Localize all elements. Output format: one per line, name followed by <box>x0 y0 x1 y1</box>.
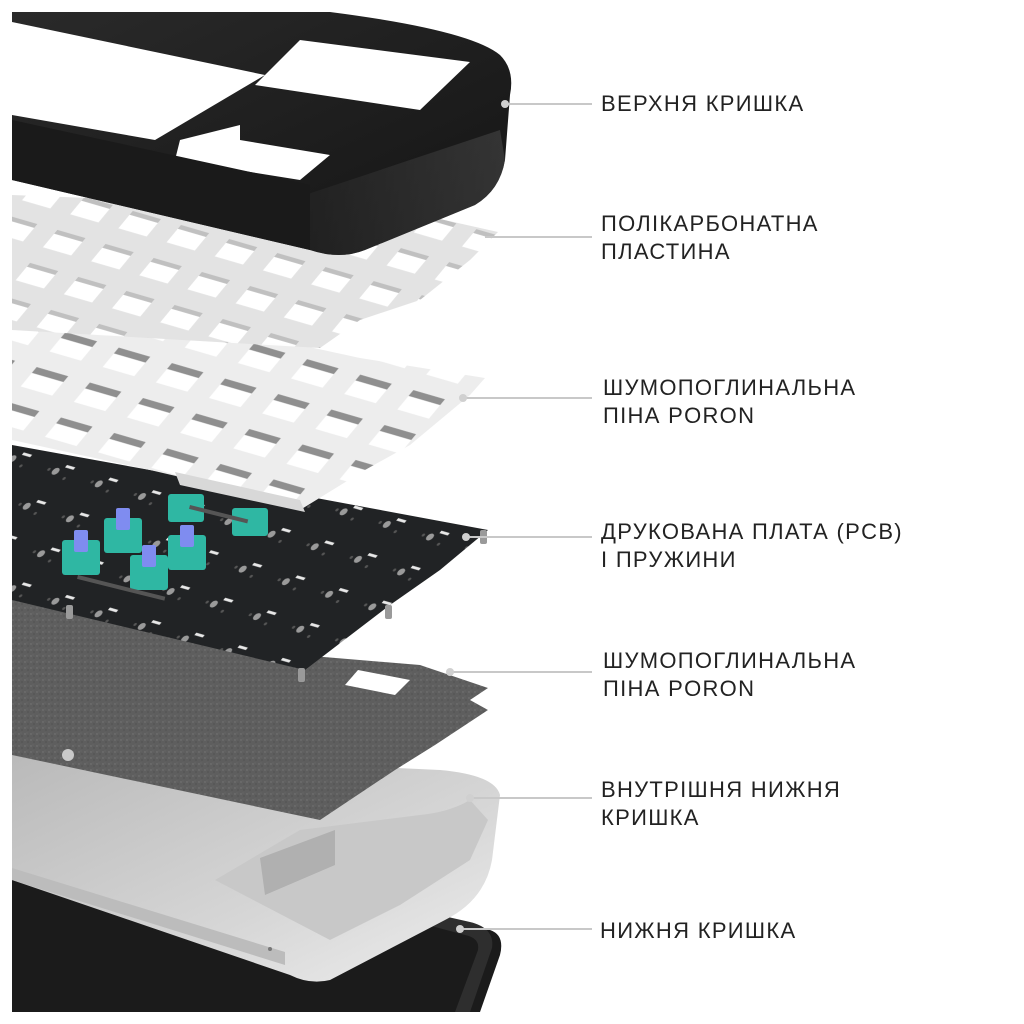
top-case-part <box>12 12 512 255</box>
label-line: ШУМОПОГЛИНАЛЬНА <box>603 648 857 673</box>
callout-dots <box>446 100 509 933</box>
poron-foam-top-part <box>12 330 485 512</box>
label-line: КРИШКА <box>601 805 700 830</box>
callout-lines <box>450 103 592 930</box>
label-bottom-case: НИЖНЯ КРИШКА <box>600 917 796 945</box>
label-line: ПІНА PORON <box>603 403 756 428</box>
label-line: ПЛАСТИНА <box>601 239 731 264</box>
label-poron-foam-top: ШУМОПОГЛИНАЛЬНА ПІНА PORON <box>603 374 856 430</box>
label-line: ПОЛІКАРБОНАТНА <box>601 211 819 236</box>
label-line: ПІНА PORON <box>603 676 756 701</box>
label-polycarbonate-plate: ПОЛІКАРБОНАТНА ПЛАСТИНА <box>601 210 819 266</box>
pcb-part <box>12 445 488 682</box>
label-pcb-springs: ДРУКОВАНА ПЛАТА (PCB) І ПРУЖИНИ <box>601 518 903 574</box>
label-line: ВНУТРІШНЯ НИЖНЯ <box>601 777 842 802</box>
label-top-case: ВЕРХНЯ КРИШКА <box>601 90 804 118</box>
switches <box>62 494 268 601</box>
label-poron-foam-bottom: ШУМОПОГЛИНАЛЬНА ПІНА PORON <box>603 647 856 703</box>
label-inner-bottom-case: ВНУТРІШНЯ НИЖНЯ КРИШКА <box>601 776 841 832</box>
bottom-foam-part <box>12 590 488 820</box>
label-line: ШУМОПОГЛИНАЛЬНА <box>603 375 857 400</box>
label-line: ДРУКОВАНА ПЛАТА (PCB) <box>601 519 903 544</box>
label-line: ВЕРХНЯ КРИШКА <box>601 91 805 116</box>
label-line: НИЖНЯ КРИШКА <box>600 918 797 943</box>
inner-bottom-case-part <box>12 750 500 982</box>
label-line: І ПРУЖИНИ <box>601 547 737 572</box>
